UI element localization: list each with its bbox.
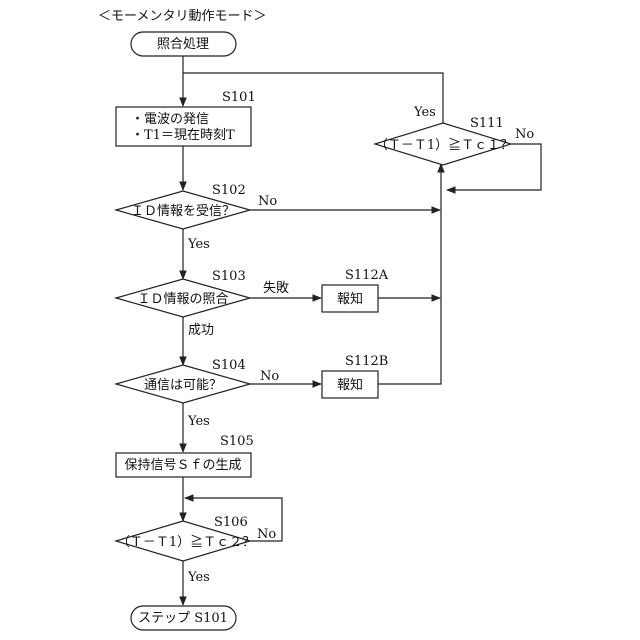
- step-id-s106: S106: [214, 515, 248, 530]
- step-id-s112a: S112A: [345, 268, 389, 283]
- s111-text: （Ｔ－Ｔ1）≧Ｔｃ１？: [375, 137, 513, 153]
- step-id-s102: S102: [212, 183, 246, 198]
- label-s111-yes: Yes: [413, 105, 436, 120]
- step-id-s105: S105: [220, 434, 254, 449]
- label-s102-no: No: [258, 194, 277, 209]
- label-s103-fail: 失敗: [263, 281, 289, 296]
- mode-title: ＜モーメンタリ動作モード＞: [98, 9, 266, 24]
- s101-line2: ・T1＝現在時刻T: [131, 128, 235, 143]
- s112a-text: 報知: [337, 291, 363, 307]
- s103-text: ＩＤ情報の照合: [137, 292, 228, 307]
- s105-text: 保持信号Ｓｆの生成: [124, 458, 241, 473]
- s112b-text: 報知: [337, 377, 363, 393]
- label-s106-yes: Yes: [187, 570, 210, 585]
- step-id-s104: S104: [212, 358, 246, 373]
- s102-text: ＩＤ情報を受信？: [131, 204, 235, 219]
- step-id-s101: S101: [222, 90, 256, 105]
- step-id-s103: S103: [212, 269, 246, 284]
- label-s104-yes: Yes: [187, 414, 210, 429]
- label-s102-yes: Yes: [187, 237, 210, 252]
- step-id-s112b: S112B: [345, 354, 388, 369]
- end-label: ステップ S101: [138, 611, 228, 626]
- label-s103-success: 成功: [188, 323, 214, 338]
- s104-text: 通信は可能？: [144, 378, 222, 393]
- s101-line1: ・電波の発信: [131, 112, 209, 127]
- s106-text: （Ｔ－Ｔ1）≧Ｔｃ２？: [117, 534, 255, 550]
- step-id-s111: S111: [470, 116, 504, 131]
- start-label: 照合処理: [157, 37, 209, 52]
- label-s111-no: No: [515, 127, 534, 142]
- label-s106-no: No: [257, 527, 276, 542]
- label-s104-no: No: [260, 369, 279, 384]
